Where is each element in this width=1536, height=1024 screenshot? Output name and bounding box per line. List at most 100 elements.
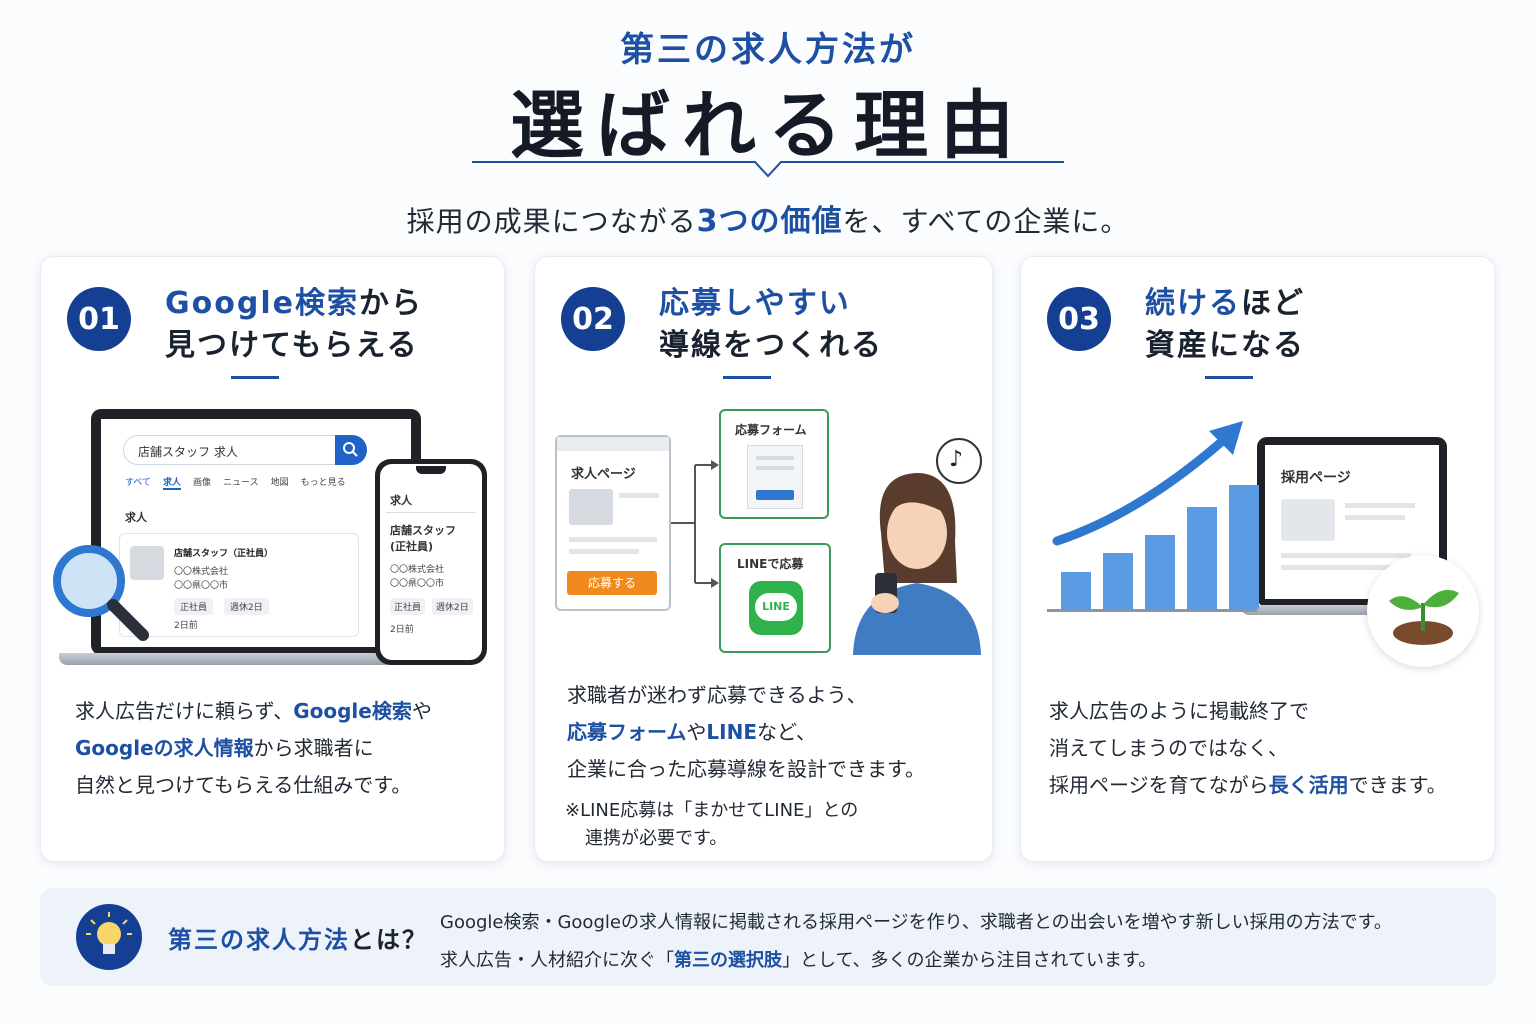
- job-page-illustration: 求人ページ 応募する: [555, 435, 671, 611]
- body-text: や: [686, 720, 707, 744]
- tab-more: もっと見る: [300, 478, 346, 488]
- lightbulb-icon: [76, 904, 142, 970]
- laptop-screen: 店舗スタッフ 求人 すべて 求人 画像 ニュース 地図 もっと見る 求人 店舗ス…: [101, 419, 411, 647]
- definition-title-rest: とは？: [350, 926, 428, 954]
- body-highlight: Googleの求人情報: [75, 736, 254, 760]
- card-divider: [723, 376, 771, 379]
- chart-baseline: [1047, 609, 1257, 612]
- line-apply-label: LINEで応募: [737, 557, 804, 571]
- subheading-text-a: 採用の成果につながる: [406, 205, 697, 238]
- card-title-highlight: 応募しやすい: [659, 286, 851, 321]
- tab-images: 画像: [193, 478, 212, 488]
- form-submit-shape: [756, 490, 794, 500]
- application-form-illustration: 応募フォーム: [719, 409, 829, 519]
- card-title: 続けるほど 資産になる: [1145, 283, 1305, 367]
- growth-bar: [1145, 535, 1175, 609]
- branch-arrows: [671, 460, 719, 588]
- form-line: [756, 456, 794, 460]
- body-text: 自然と見つけてもらえる仕組みです。: [75, 773, 412, 797]
- tab-news: ニュース: [223, 478, 259, 488]
- definition-line: 」として、多くの企業から注目されています。: [782, 950, 1157, 971]
- recruit-page-label: 採用ページ: [1281, 470, 1351, 486]
- body-text: や: [411, 699, 432, 723]
- search-tabs: すべて 求人 画像 ニュース 地図 もっと見る: [125, 475, 375, 490]
- line-logo-icon: LINE: [749, 581, 803, 635]
- card-title-line2: 導線をつくれる: [659, 328, 883, 363]
- laptop-base: [1241, 605, 1461, 615]
- headline-divider: [472, 161, 1064, 178]
- job-thumbnail: [130, 546, 164, 580]
- card-body: 求人広告のように掲載終了で 消えてしまうのではなく、 採用ページを育てながら長く…: [1049, 693, 1447, 804]
- reason-card-03: 03 続けるほど 資産になる 採用ページ 求人広告のように掲載終了で: [1020, 256, 1495, 862]
- phone-job-tag: 正社員: [390, 598, 426, 615]
- growth-bar: [1187, 507, 1217, 609]
- body-highlight: LINE: [706, 720, 757, 744]
- form-label: 応募フォーム: [735, 423, 807, 437]
- card-title-rest: ほど: [1241, 286, 1305, 321]
- text-placeholder: [1281, 553, 1411, 558]
- image-placeholder-icon: [569, 489, 613, 525]
- body-highlight: 応募フォーム: [567, 720, 687, 744]
- body-text: 求職者が迷わず応募できるよう、: [567, 683, 867, 707]
- search-icon: [335, 435, 367, 465]
- card-title: Google検索から 見つけてもらえる: [165, 283, 423, 367]
- body-text: 消えてしまうのではなく、: [1049, 736, 1288, 760]
- body-highlight: Google検索: [293, 699, 412, 723]
- phone-screen: 求人 店舗スタッフ (正社員) 〇〇株式会社 〇〇県〇〇市 正社員 週休2日 2…: [380, 464, 482, 660]
- tab-all: すべて: [125, 478, 152, 488]
- note-line: 連携が必要です。: [585, 828, 728, 849]
- browser-bar: [557, 437, 669, 451]
- body-text: できます。: [1348, 773, 1447, 797]
- subheading-highlight: 3つの価値: [696, 204, 843, 239]
- definition-banner: 第三の求人方法とは？ Google検索・Googleの求人情報に掲載される採用ペ…: [40, 888, 1496, 986]
- text-placeholder: [569, 537, 657, 542]
- phone-illustration: 求人 店舗スタッフ (正社員) 〇〇株式会社 〇〇県〇〇市 正社員 週休2日 2…: [375, 459, 487, 665]
- growth-bar: [1229, 485, 1259, 609]
- card-body: 求職者が迷わず応募できるよう、 応募フォームやLINEなど、 企業に合った応募導…: [567, 677, 925, 788]
- phone-notch: [416, 466, 446, 474]
- magnifier-icon: [53, 545, 149, 641]
- growth-bar: [1061, 572, 1091, 609]
- card-number-badge: 03: [1047, 287, 1111, 351]
- text-placeholder: [619, 493, 659, 498]
- body-text: 求人広告だけに頼らず、: [75, 699, 294, 723]
- text-placeholder: [1345, 515, 1405, 520]
- card-number-badge: 01: [67, 287, 131, 351]
- jobs-section-label: 求人: [125, 511, 147, 524]
- laptop-illustration: 店舗スタッフ 求人 すべて 求人 画像 ニュース 地図 もっと見る 求人 店舗ス…: [91, 409, 421, 655]
- card-divider: [1205, 376, 1253, 379]
- body-text: 企業に合った応募導線を設計できます。: [567, 757, 925, 781]
- card-title: 応募しやすい 導線をつくれる: [659, 283, 883, 367]
- card-divider: [231, 376, 279, 379]
- form-line: [756, 466, 794, 470]
- job-tag: 正社員: [174, 598, 214, 615]
- laptop-base: [59, 653, 451, 665]
- reason-card-01: 01 Google検索から 見つけてもらえる 店舗スタッフ 求人 すべて 求人 …: [40, 256, 505, 862]
- body-text: 求人広告のように掲載終了で: [1049, 699, 1309, 723]
- definition-line: Google検索・Googleの求人情報に掲載される採用ページを作り、求職者との…: [440, 912, 1392, 933]
- job-tag: 週休2日: [224, 598, 269, 615]
- body-text: など、: [757, 720, 816, 744]
- form-document-icon: [747, 445, 803, 509]
- job-page-label: 求人ページ: [571, 467, 636, 482]
- tab-maps: 地図: [270, 478, 289, 488]
- card-title-line2: 見つけてもらえる: [165, 328, 419, 363]
- phone-job-title: 店舗スタッフ: [390, 524, 456, 537]
- job-posted: 2日前: [174, 621, 198, 631]
- definition-highlight: 第三の選択肢: [674, 950, 782, 971]
- growth-arrow-icon: [1052, 421, 1243, 546]
- card-title-rest: から: [358, 286, 423, 321]
- search-query: 店舗スタッフ 求人: [138, 445, 238, 459]
- body-text: 採用ページを育てながら: [1049, 773, 1269, 797]
- image-placeholder-icon: [1281, 499, 1335, 541]
- body-text: から求職者に: [253, 736, 374, 760]
- subheading: 採用の成果につながる3つの価値を、すべての企業に。: [0, 196, 1536, 240]
- job-company: 〇〇株式会社: [174, 567, 229, 577]
- definition-title-highlight: 第三の求人方法: [168, 926, 350, 954]
- card-number-badge: 02: [561, 287, 625, 351]
- card-title-highlight: Google検索: [165, 286, 359, 321]
- line-logo-text: LINE: [755, 593, 797, 621]
- phone-section-label: 求人: [390, 494, 412, 507]
- card-body: 求人広告だけに頼らず、Google検索や Googleの求人情報から求職者に 自…: [75, 693, 432, 804]
- job-title: 店舗スタッフ（正社員）: [174, 549, 274, 559]
